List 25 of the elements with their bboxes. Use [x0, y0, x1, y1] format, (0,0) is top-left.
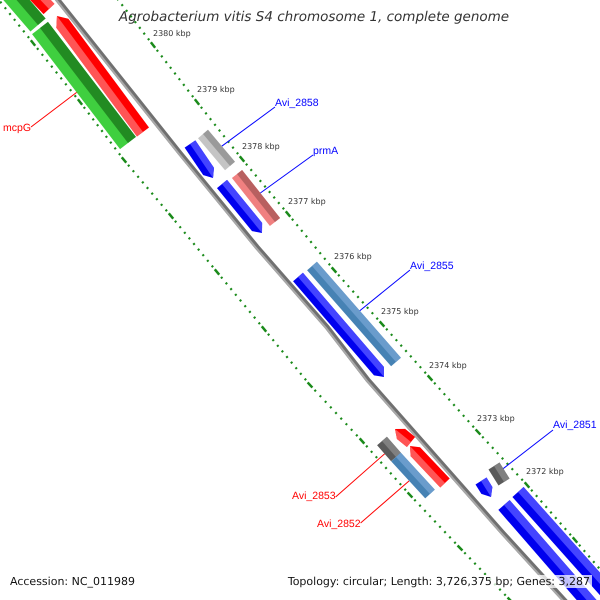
- gene-bar: [232, 170, 280, 226]
- gene-bar: [198, 130, 235, 170]
- leader-line: [221, 106, 276, 147]
- leader-line: [335, 453, 386, 498]
- gene-label: prmA: [313, 144, 338, 157]
- tick-label: 2373 kbp: [477, 414, 515, 423]
- tick-label: 2378 kbp: [242, 142, 280, 151]
- gene-bar: [307, 262, 401, 366]
- tick-label: 2379 kbp: [197, 85, 235, 94]
- gene-label: Avi_2852: [317, 518, 361, 530]
- gene-label: Avi_2851: [553, 418, 597, 431]
- accession-text: Accession: NC_011989: [10, 575, 136, 588]
- gene-label: mcpG: [3, 122, 32, 134]
- gene-label: Avi_2858: [275, 96, 319, 109]
- summary-text: Topology: circular; Length: 3,726,375 bp; Genes: 3,287: [286, 575, 592, 588]
- gene-bar: [391, 452, 435, 498]
- leader-line: [260, 154, 314, 194]
- tick-label: 2375 kbp: [381, 307, 419, 316]
- gene-label: Avi_2853: [292, 490, 336, 502]
- map-title: Agrobacterium vitis S4 chromosome 1, complete genome: [118, 9, 510, 25]
- leader-line: [30, 92, 78, 128]
- gene-bar: [488, 462, 510, 486]
- leader-line: [360, 480, 410, 524]
- gene-label: Avi_2855: [410, 260, 454, 272]
- tick-label: 2374 kbp: [429, 361, 467, 370]
